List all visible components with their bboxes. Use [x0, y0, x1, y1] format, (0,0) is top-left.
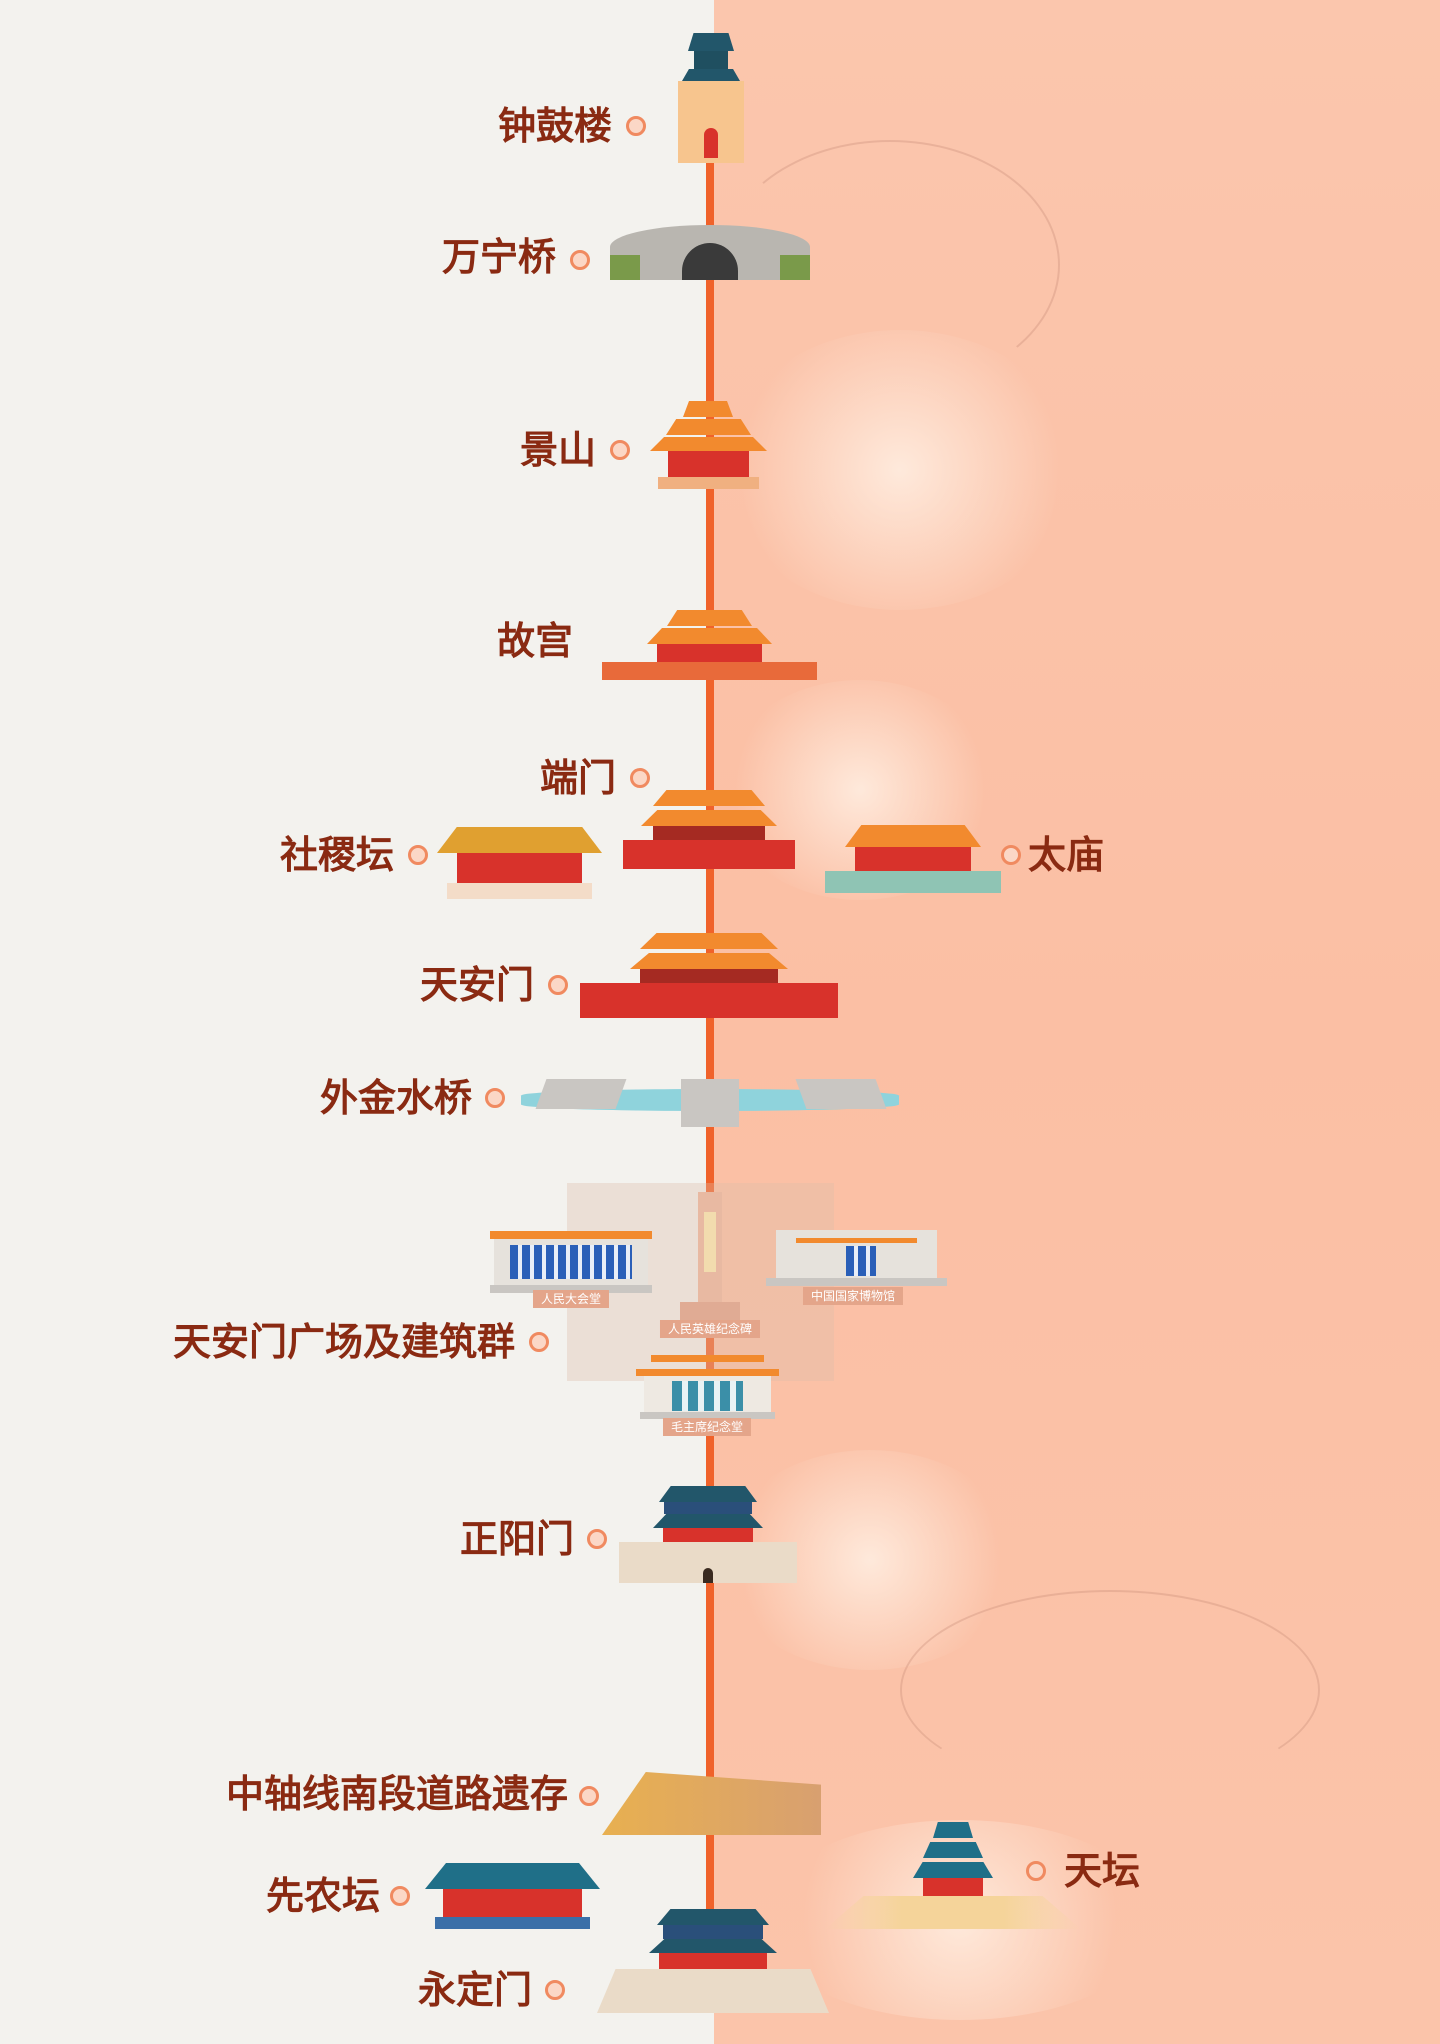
label-zhengyangmen: 正阳门	[459, 1517, 574, 1561]
label-tiantan: 天坛	[1064, 1849, 1141, 1893]
great-hall-label: 人民大会堂	[532, 1290, 610, 1308]
marker-dot	[587, 1529, 607, 1549]
shejitan-illustration	[437, 827, 602, 899]
xiannongtan-illustration	[425, 1863, 600, 1929]
marker-dot	[548, 975, 568, 995]
marker-dot	[630, 768, 650, 788]
duanmen-gate-illustration	[623, 790, 795, 869]
mausoleum-label: 毛主席纪念堂	[662, 1418, 752, 1436]
label-gugong: 故宫	[496, 619, 573, 663]
marker-dot	[545, 1980, 565, 2000]
label-tiananmen: 天安门	[419, 963, 534, 1007]
label-xiannongtan: 先农坛	[265, 1874, 380, 1918]
marker-dot	[1001, 845, 1021, 865]
marker-dot	[579, 1786, 599, 1806]
temple-of-heaven-illustration	[825, 1822, 1081, 1929]
outer-golden-water-bridges-illustration	[521, 1079, 899, 1127]
mausoleum-illustration	[636, 1355, 779, 1419]
marker-dot	[1026, 1861, 1046, 1881]
zhengyangmen-illustration	[619, 1486, 797, 1583]
label-taimiao: 太庙	[1028, 833, 1105, 877]
label-jingshan: 景山	[519, 428, 596, 472]
taimiao-illustration	[825, 825, 1001, 893]
yongdingmen-illustration	[597, 1909, 829, 2013]
marker-dot	[390, 1886, 410, 1906]
bell-drum-tower-illustration	[668, 33, 754, 163]
jingshan-pavilion-illustration	[648, 401, 769, 489]
monument-label: 人民英雄纪念碑	[659, 1320, 761, 1338]
marker-dot	[408, 845, 428, 865]
label-waijinshuiqiao: 外金水桥	[319, 1076, 472, 1120]
river-swirl-decoration	[720, 140, 1060, 390]
road-remains-illustration	[602, 1772, 821, 1835]
label-duanmen: 端门	[539, 756, 616, 800]
label-wanningqiao: 万宁桥	[441, 235, 556, 279]
tiananmen-illustration	[580, 933, 838, 1018]
label-zhonggulou: 钟鼓楼	[497, 104, 612, 148]
monument-illustration	[680, 1192, 740, 1327]
forbidden-city-illustration	[602, 610, 817, 680]
national-museum-label: 中国国家博物馆	[802, 1287, 904, 1305]
label-tiananmen-square: 天安门广场及建筑群	[172, 1320, 515, 1364]
label-shejitan: 社稷坛	[279, 833, 394, 877]
marker-dot	[570, 250, 590, 270]
wanning-bridge-illustration	[610, 215, 810, 280]
marker-dot	[529, 1332, 549, 1352]
great-hall-illustration	[490, 1231, 652, 1293]
marker-dot	[485, 1088, 505, 1108]
marker-dot	[610, 440, 630, 460]
label-yongdingmen: 永定门	[417, 1968, 532, 2012]
swirl-decoration	[900, 1590, 1320, 1790]
marker-dot	[626, 116, 646, 136]
national-museum-illustration	[766, 1230, 947, 1286]
label-road-remains: 中轴线南段道路遗存	[225, 1772, 568, 1816]
